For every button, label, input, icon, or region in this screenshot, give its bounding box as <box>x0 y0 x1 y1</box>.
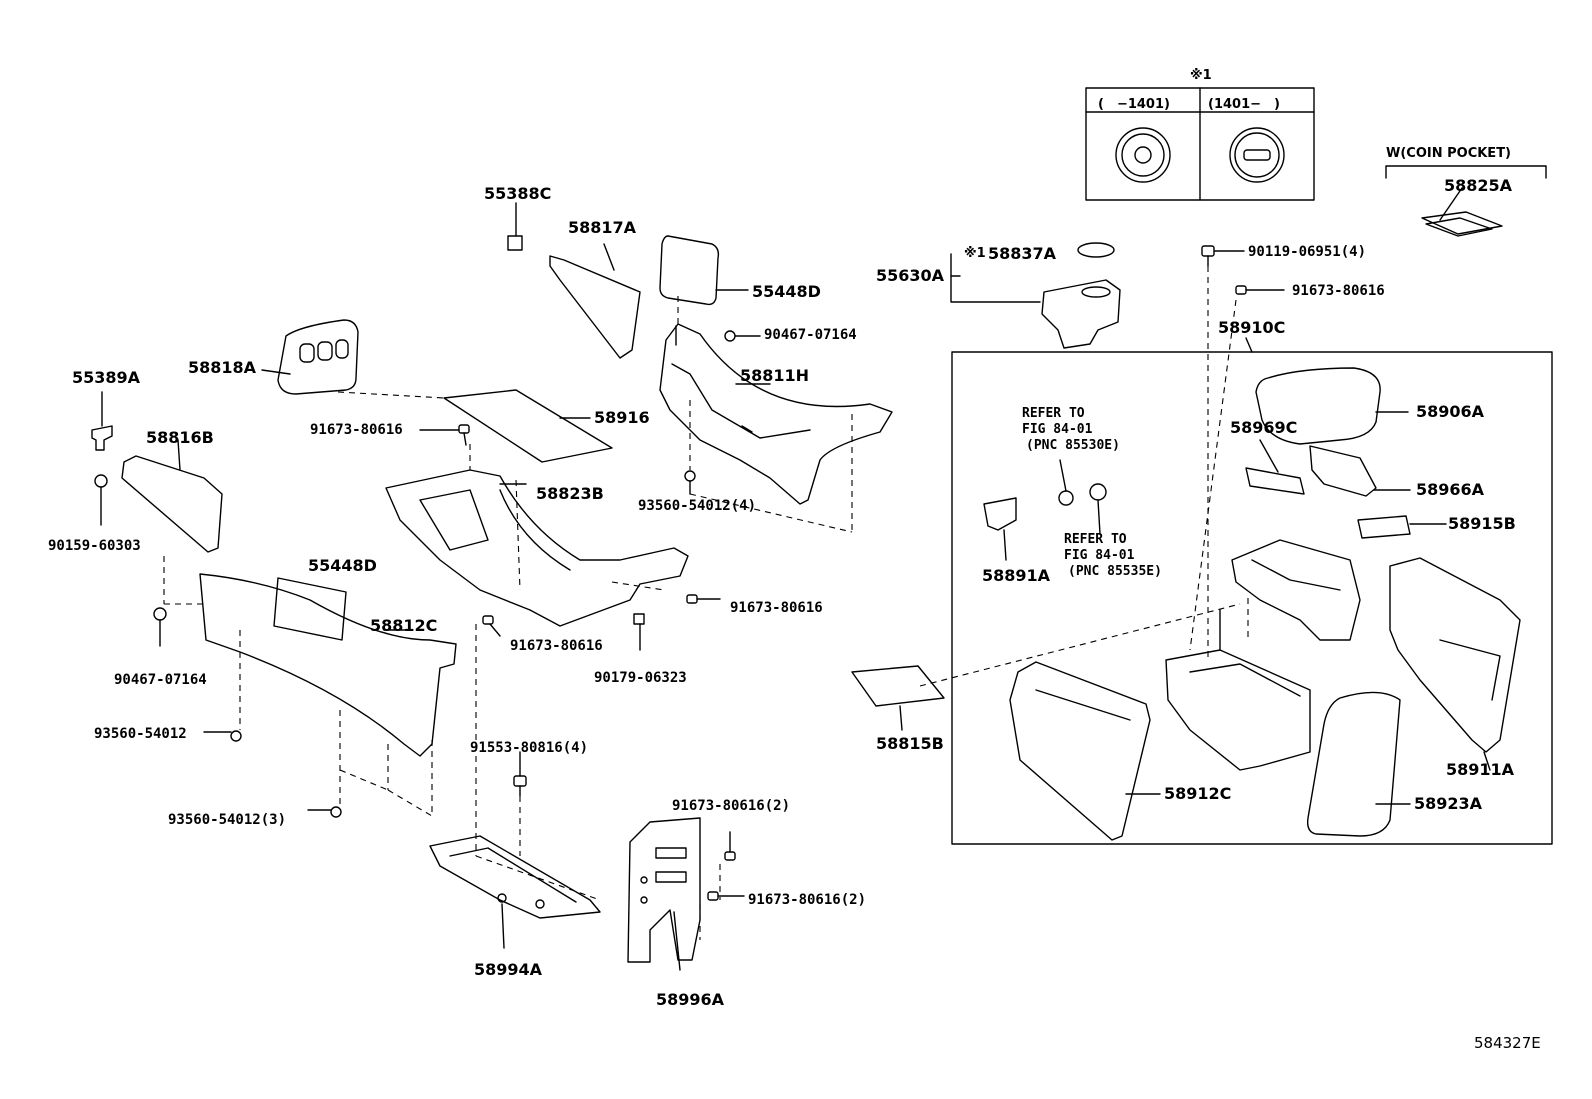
part-58915B[interactable]: 58915B <box>1448 514 1516 533</box>
panel-58816B-shape <box>121 439 223 553</box>
part-58825A[interactable]: 58825A <box>1444 176 1513 195</box>
screw-91673-a-shape <box>419 424 470 446</box>
part-58910C[interactable]: 58910C <box>1218 318 1286 337</box>
part-58837A[interactable]: 58837A <box>988 244 1057 263</box>
part-91673-2a[interactable]: 91673-80616(2) <box>672 798 791 814</box>
part-90179[interactable]: 90179-06323 <box>594 670 687 686</box>
bracket-58891A-shape <box>983 459 1107 561</box>
variant-col-right: (1401− ) <box>1208 97 1280 112</box>
clip-90179-shape <box>633 613 645 651</box>
part-58911A[interactable]: 58911A <box>1446 760 1515 779</box>
refer-note-2-line3: (PNC 85535E) <box>1068 564 1162 579</box>
part-58906A[interactable]: 58906A <box>1416 402 1485 421</box>
panel-58812C-shape <box>199 573 457 757</box>
screw-91673-2b-shape <box>707 891 745 901</box>
variant-col-left: ( −1401) <box>1098 97 1170 112</box>
part-91673-2b[interactable]: 91673-80616(2) <box>748 892 867 908</box>
pad-58969C-shape <box>1245 439 1305 495</box>
clip-55389A-shape <box>91 391 113 451</box>
mat-58916-shape <box>443 389 613 463</box>
panel-58923A-shape <box>1306 691 1411 837</box>
bracket-58996A-shape <box>627 817 701 971</box>
panel-58811H-shape <box>659 323 893 505</box>
fastener-93560-a-shape <box>203 730 242 742</box>
coin-pocket-bracket <box>1385 165 1547 237</box>
part-58818A[interactable]: 58818A <box>188 358 257 377</box>
panel-58818A-shape <box>261 319 359 395</box>
part-93560-a[interactable]: 93560-54012 <box>94 726 187 742</box>
screw-91673-2a-shape <box>724 831 736 861</box>
bolt-91553-shape <box>513 751 527 797</box>
part-90159[interactable]: 90159-60303 <box>48 538 141 554</box>
part-58823B[interactable]: 58823B <box>536 484 604 503</box>
part-90467-top[interactable]: 90467-07164 <box>764 327 857 343</box>
part-58816B[interactable]: 58816B <box>146 428 214 447</box>
part-91673-c[interactable]: 91673-80616 <box>510 638 603 654</box>
plate-55448D-top-shape <box>659 235 749 306</box>
part-58811H[interactable]: 58811H <box>740 366 810 385</box>
part-58912C[interactable]: 58912C <box>1164 784 1232 803</box>
part-58812C[interactable]: 58812C <box>370 616 438 635</box>
part-58994A[interactable]: 58994A <box>474 960 543 979</box>
part-55448D-low[interactable]: 55448D <box>308 556 377 575</box>
part-58923A[interactable]: 58923A <box>1414 794 1483 813</box>
figure-id: 584327E <box>1474 1034 1541 1052</box>
part-58817A[interactable]: 58817A <box>568 218 637 237</box>
panel-58911A-shape <box>1389 557 1521 771</box>
part-58969C[interactable]: 58969C <box>1230 418 1298 437</box>
part-55630A[interactable]: 55630A <box>876 266 945 285</box>
fastener-93560-3-shape <box>307 806 342 818</box>
clip-90159-shape <box>94 474 108 526</box>
variant-marker: ※1 <box>1190 68 1212 83</box>
variant-box <box>1085 87 1315 201</box>
grommet-90467-low-shape <box>153 607 167 647</box>
part-55448D-top[interactable]: 55448D <box>752 282 821 301</box>
lid-58906A-shape <box>1255 367 1409 445</box>
refer-note-1-line3: (PNC 85530E) <box>1026 438 1120 453</box>
part-58916[interactable]: 58916 <box>594 408 650 427</box>
part-90467-low[interactable]: 90467-07164 <box>114 672 207 688</box>
refer-note-2-line1: REFER TO <box>1064 532 1127 547</box>
part-55388C[interactable]: 55388C <box>484 184 552 203</box>
mat-58815B-shape <box>851 665 945 731</box>
coin-pocket-label: W(COIN POCKET) <box>1386 146 1511 161</box>
refer-note-1-line1: REFER TO <box>1022 406 1085 421</box>
refer-note-2-line2: FIG 84-01 <box>1064 548 1135 563</box>
refer-note-1-line2: FIG 84-01 <box>1022 422 1093 437</box>
part-91553[interactable]: 91553-80816(4) <box>470 740 589 756</box>
bracket-58994A-shape <box>429 835 601 949</box>
frame-inner-shape <box>1165 609 1311 771</box>
panel-58817A-shape <box>549 243 641 359</box>
assembly-box-58910C <box>951 337 1553 845</box>
part-91673-d[interactable]: 91673-80616 <box>1292 283 1385 299</box>
part-91673-b[interactable]: 91673-80616 <box>730 600 823 616</box>
frame-upper-shape <box>1231 539 1361 641</box>
tray-58915B-shape <box>1357 515 1447 539</box>
clip-55388C-shape <box>507 202 523 251</box>
part-58815B[interactable]: 58815B <box>876 734 944 753</box>
console-58823B-shape <box>385 469 689 627</box>
part-91673-a[interactable]: 91673-80616 <box>310 422 403 438</box>
marker-58837A: ※1 <box>964 246 986 261</box>
part-58966A[interactable]: 58966A <box>1416 480 1485 499</box>
screw-91673-b-shape <box>686 594 721 604</box>
part-93560-4[interactable]: 93560-54012(4) <box>638 498 757 514</box>
part-90119[interactable]: 90119-06951(4) <box>1248 244 1367 260</box>
part-58996A[interactable]: 58996A <box>656 990 725 1009</box>
panel-58912C-shape <box>1009 661 1161 841</box>
panel-58966A-shape <box>1309 445 1411 497</box>
part-93560-3[interactable]: 93560-54012(3) <box>168 812 287 828</box>
housing-55630A-shape <box>950 242 1121 349</box>
grommet-90467-top-shape <box>724 330 761 342</box>
screw-91673-c-shape <box>482 615 501 637</box>
part-58891A[interactable]: 58891A <box>982 566 1051 585</box>
part-55389A[interactable]: 55389A <box>72 368 141 387</box>
bolt-90119-shape <box>1201 245 1245 267</box>
screw-91673-d-shape <box>1235 285 1285 295</box>
fastener-93560-4-shape <box>684 470 696 495</box>
